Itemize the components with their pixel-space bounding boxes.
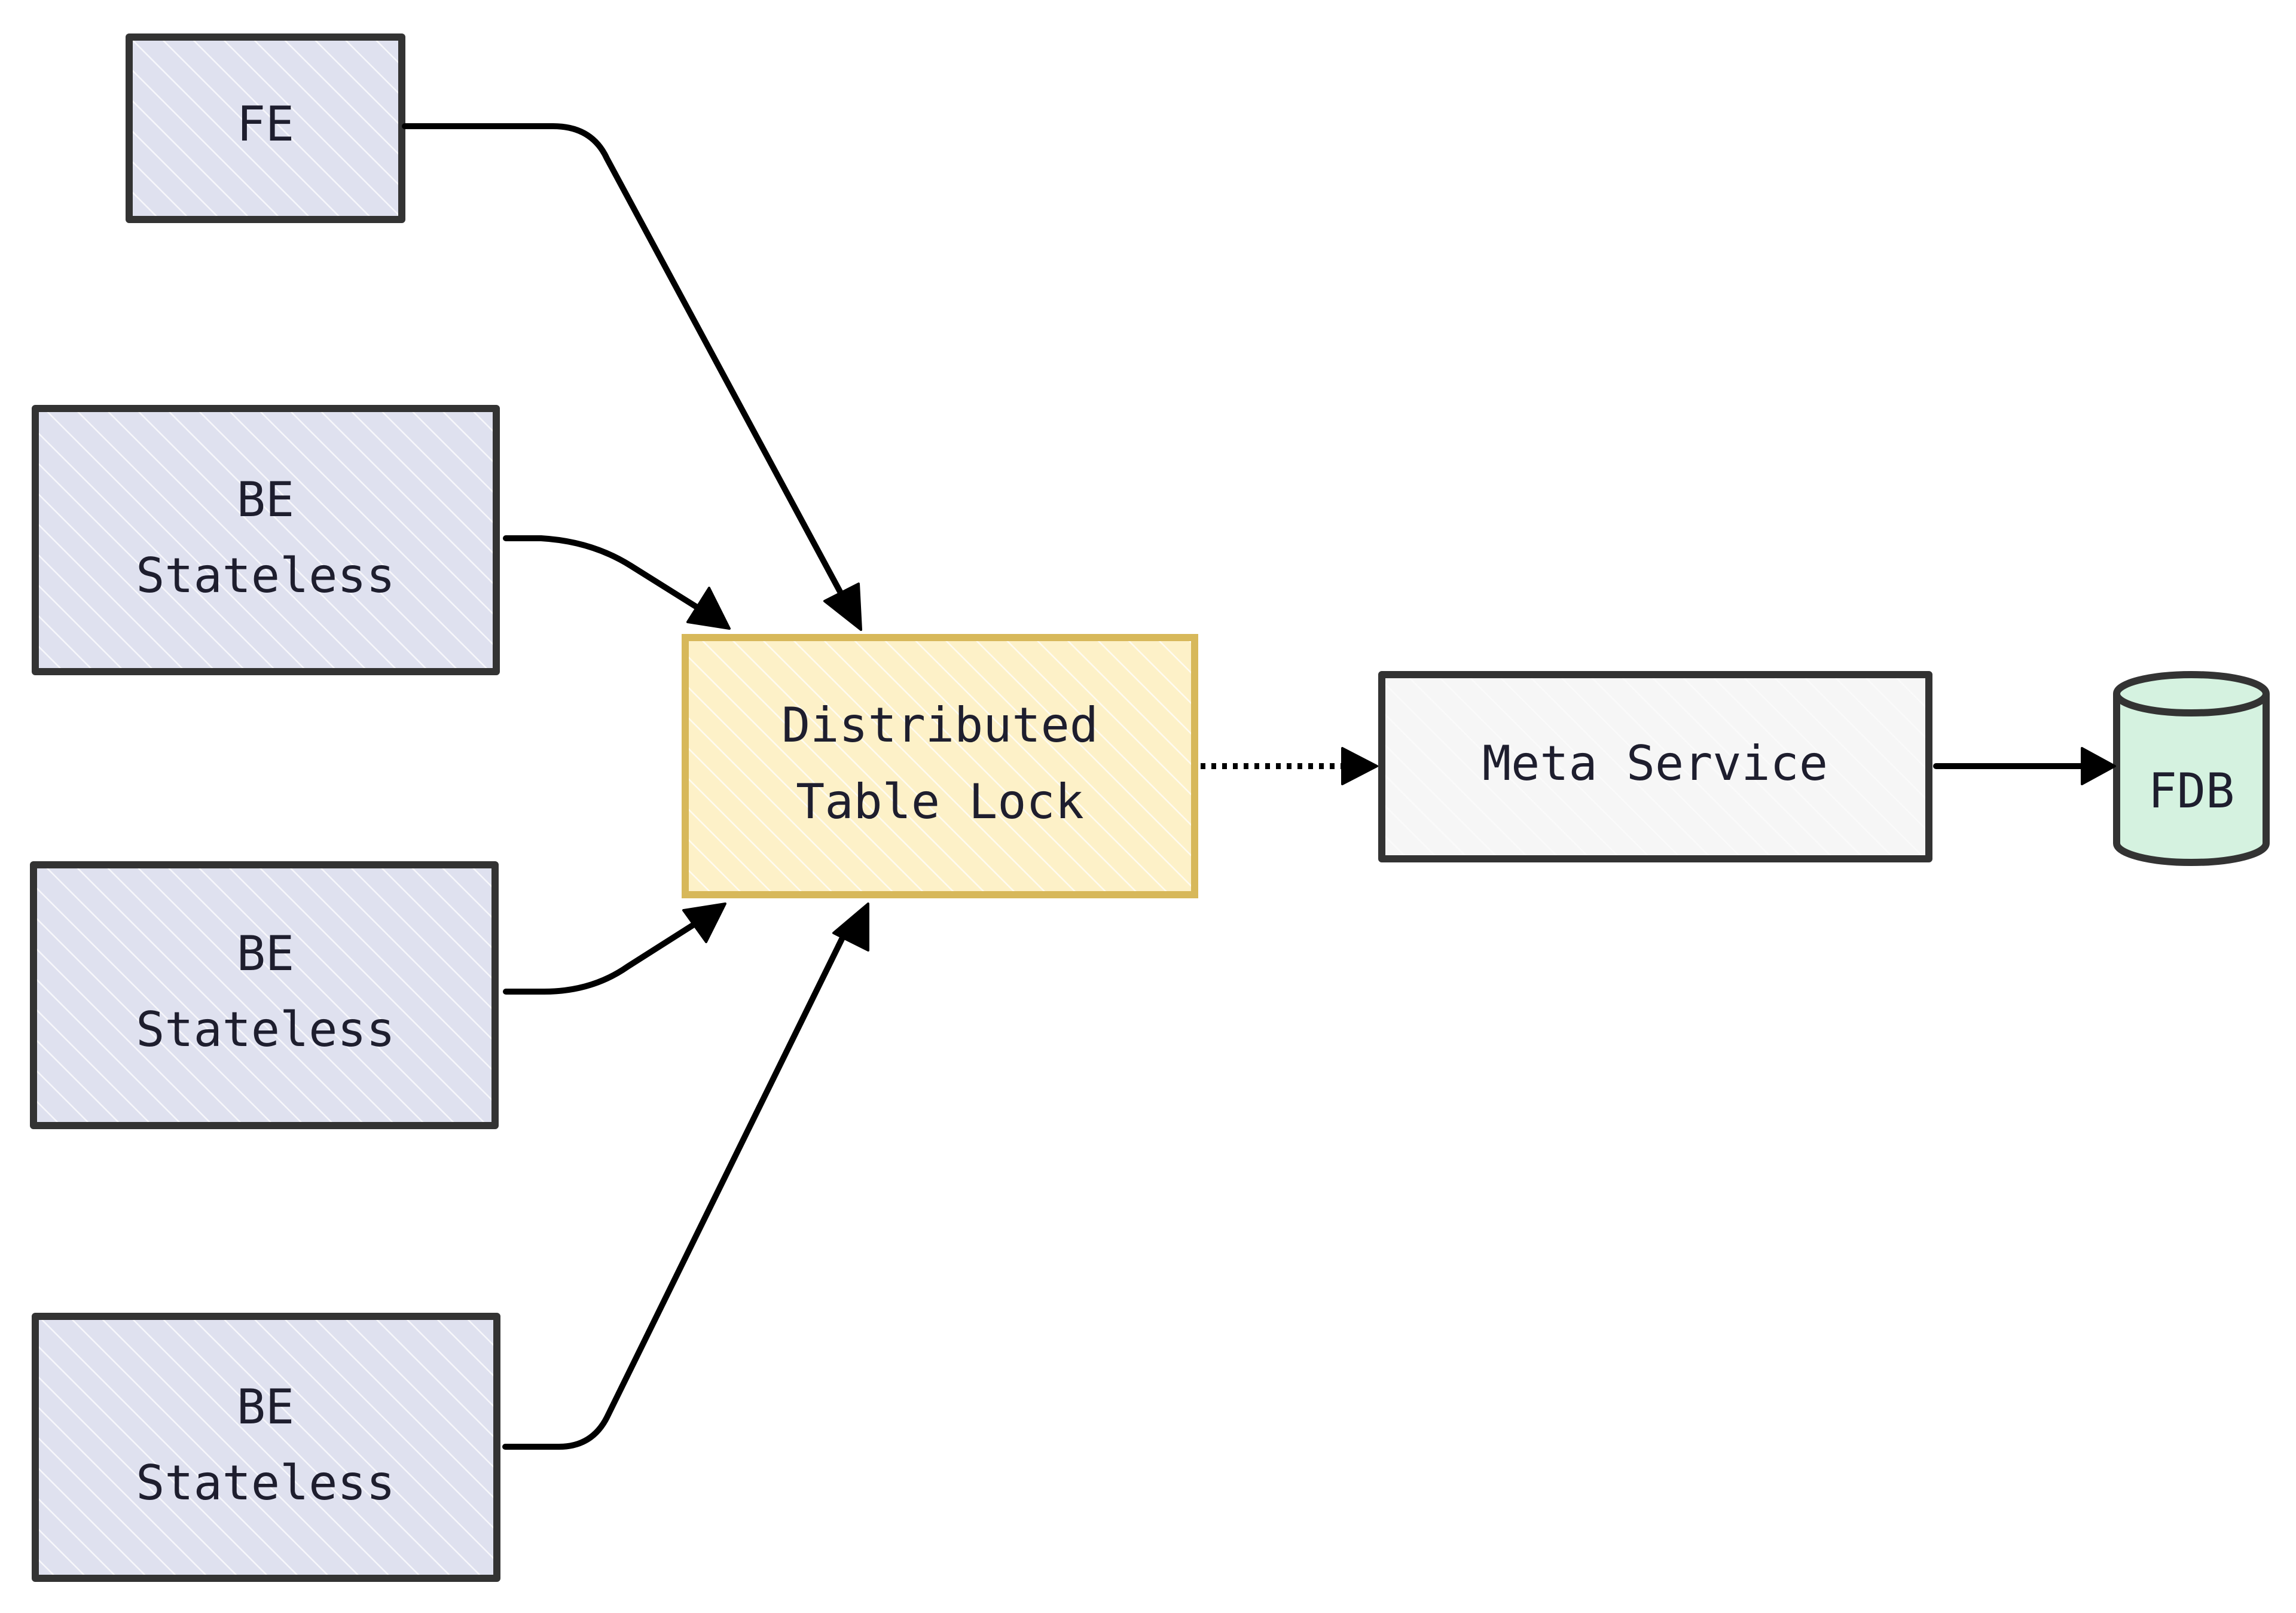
fdb-label: FDB: [2148, 763, 2235, 819]
be-3-hatch: [39, 1320, 493, 1575]
edge-be2-to-lock: [503, 902, 726, 995]
lock-label-line1: Distributed: [781, 697, 1098, 753]
edge-be3-to-lock-line: [502, 936, 845, 1450]
lock-label-line2: Table Lock: [796, 774, 1084, 830]
edge-be1-to-lock-line: [503, 535, 703, 612]
be-node-1: BE Stateless: [32, 405, 500, 675]
be-2-hatch: [37, 868, 491, 1122]
be-1-label-line2: Stateless: [136, 548, 395, 603]
fdb-node: FDB: [2113, 671, 2270, 866]
be-2-label-line2: Stateless: [136, 1002, 395, 1057]
meta-hatch: [1385, 678, 1925, 855]
meta-label: Meta Service: [1482, 736, 1828, 791]
be-2-label-line1: BE: [237, 926, 294, 981]
fdb-cylinder-top-rim: [2113, 693, 2270, 716]
edge-fe-to-lock-arrowhead: [823, 583, 862, 631]
edge-be2-to-lock-line: [503, 920, 700, 995]
fe-hatch: [133, 41, 398, 216]
edge-fe-to-lock-line: [402, 123, 845, 598]
be-node-3: BE Stateless: [32, 1313, 500, 1582]
edge-meta-to-fdb: [1933, 747, 2116, 785]
be-1-hatch: [39, 412, 493, 668]
meta-service-node: Meta Service: [1378, 671, 1932, 862]
fe-label: FE: [237, 96, 294, 152]
be-3-label-line1: BE: [237, 1379, 294, 1435]
be-3-label-line2: Stateless: [136, 1455, 395, 1511]
edge-be2-to-lock-arrowhead: [682, 902, 726, 943]
edge-fe-to-lock: [402, 123, 862, 631]
be-1-label-line1: BE: [237, 472, 294, 527]
edge-lock-to-meta: [1201, 747, 1378, 785]
edge-be1-to-lock-arrowhead: [686, 587, 731, 630]
edge-meta-to-fdb-arrowhead: [2081, 747, 2116, 785]
fe-node: FE: [126, 33, 405, 223]
edge-lock-to-meta-arrowhead: [1341, 747, 1378, 785]
edge-be3-to-lock-arrowhead: [832, 902, 869, 952]
lock-border: [682, 634, 1198, 898]
lock-node: Distributed Table Lock: [682, 634, 1198, 898]
edge-be1-to-lock: [503, 535, 731, 630]
be-node-2: BE Stateless: [30, 861, 499, 1129]
database-cylinder-icon: [2113, 671, 2270, 866]
edge-be3-to-lock: [502, 902, 869, 1450]
lock-hatch: [689, 641, 1191, 891]
